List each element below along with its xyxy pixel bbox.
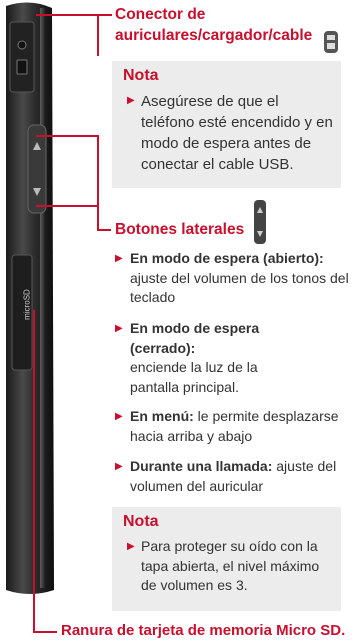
note-heading-2: Nota	[123, 513, 159, 530]
list-item-text: le permite desplazarse hacia arriba y ab…	[130, 408, 339, 444]
list-item-bold: Durante una llamada:	[130, 458, 273, 474]
list-item-bold: En modo de espera (cerrado):	[130, 320, 260, 356]
side-buttons-title: Botones laterales	[115, 221, 245, 238]
list-item-text: enciende la luz de la pantalla principal…	[130, 359, 258, 395]
note-bullet-icon: ▶	[127, 541, 135, 552]
note-text-2: Para proteger su oído con la tapa abiert…	[141, 538, 320, 593]
side-keys-icon	[254, 200, 266, 244]
connector-title-line1: Conector de	[115, 6, 206, 23]
note-box-2: Nota ▶ Para proteger su oído con la tapa…	[112, 507, 341, 611]
list-item-text: ajuste del volumen del auricular	[130, 458, 337, 494]
list-item-bold: En menú:	[130, 408, 194, 424]
phone-side-illustration	[6, 2, 54, 594]
list-item-bold: En modo de espera (abierto):	[130, 250, 324, 266]
note-box-1: Nota ▶ Asegúrese de que el teléfono esté…	[112, 61, 341, 188]
note-text-1: Asegúrese de que el teléfono esté encend…	[141, 93, 333, 173]
microsd-slot-label: microSD	[22, 289, 32, 320]
list-item-text: ajuste del volumen de los tonos del tecl…	[130, 269, 349, 306]
note-bullet-icon: ▶	[127, 95, 135, 106]
sd-slot-title: Ranura de tarjeta de memoria Micro SD.	[61, 622, 346, 639]
connector-title: Conector de auriculares/cargador/cable	[115, 4, 312, 46]
note-heading-1: Nota	[123, 67, 159, 84]
connector-title-line2: auriculares/cargador/cable	[115, 27, 313, 44]
usb-cable-plug-icon	[324, 31, 338, 53]
